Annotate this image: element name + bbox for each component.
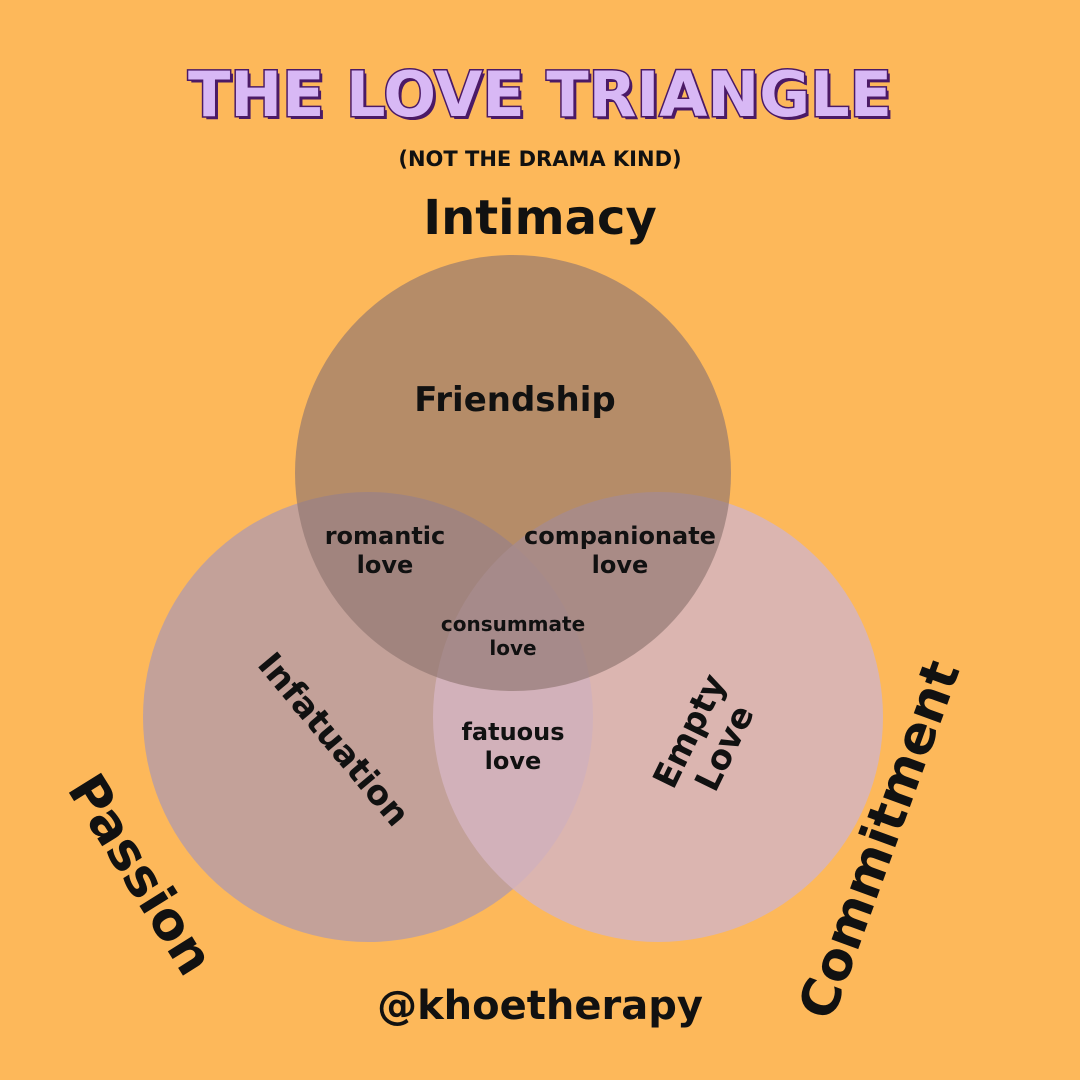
consummate-love-line-2: love — [489, 636, 537, 660]
author-handle: @khoetherapy — [377, 983, 703, 1029]
fatuous-love-line-2: love — [484, 746, 542, 775]
friendship-region-label: Friendship — [414, 380, 616, 420]
intimacy-label: Intimacy — [423, 190, 657, 246]
companionate-love-line-2: love — [591, 550, 649, 579]
page-title: THE LOVE TRIANGLE — [186, 56, 893, 132]
fatuous-love-line-1: fatuous — [461, 718, 565, 746]
companionate-love-line-1: companionate — [524, 522, 716, 550]
fatuous-love-region-label: fatuous love — [433, 718, 593, 776]
companionate-love-region-label: companionate love — [505, 522, 735, 580]
romantic-love-line-1: romantic — [324, 522, 446, 550]
romantic-love-region-label: romantic love — [300, 522, 470, 580]
intimacy-circle — [295, 255, 731, 691]
romantic-love-line-2: love — [356, 550, 414, 579]
page-subtitle: (NOT THE DRAMA KIND) — [398, 147, 682, 171]
consummate-love-line-1: consummate — [440, 612, 586, 636]
consummate-love-region-label: consummate love — [423, 612, 603, 660]
